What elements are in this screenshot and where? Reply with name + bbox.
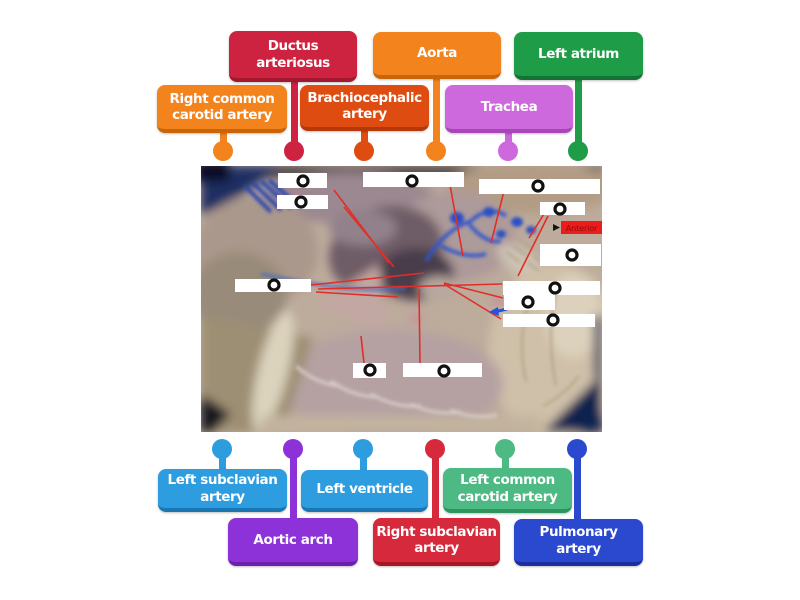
label-chip-aorta[interactable]: Aorta [373, 32, 501, 79]
label-text: Right common carotid artery [169, 90, 275, 123]
label-chip-aortic-arch[interactable]: Aortic arch [228, 518, 358, 566]
label-chip-left-atrium[interactable]: Left atrium [514, 32, 643, 80]
label-chip-right-common-carotid-artery[interactable]: Right common carotid artery [157, 85, 287, 133]
label-text: Trachea [480, 98, 538, 115]
right-common-carotid-artery-connector-dot [213, 141, 233, 161]
anterior-tag-label: Anterior [566, 223, 598, 233]
left-ventricle-stem [359, 449, 367, 474]
label-chip-left-common-carotid-artery[interactable]: Left common carotid artery [443, 468, 572, 513]
label-text: Left subclavian artery [167, 472, 278, 505]
label-text: Aorta [417, 45, 457, 62]
aortic-arch-stem [289, 449, 297, 522]
drop-zone-ring[interactable] [531, 179, 545, 193]
label-text: Left atrium [538, 45, 619, 62]
left-subclavian-artery-connector-dot [212, 439, 232, 459]
trachea-connector-dot [498, 141, 518, 161]
photo-fine-details [243, 178, 580, 419]
drop-zone-ring[interactable] [548, 281, 562, 295]
trachea-stem [504, 129, 512, 151]
label-chip-trachea[interactable]: Trachea [445, 85, 573, 133]
leader-lines [310, 184, 549, 364]
dissection-photo: Anterior [201, 166, 602, 432]
brachiocephalic-artery-stem [360, 127, 368, 151]
drop-zone-ring[interactable] [565, 248, 579, 262]
ductus-arteriosus-connector-dot [284, 141, 304, 161]
label-chip-ductus-arteriosus[interactable]: Ductus arteriosus [229, 31, 357, 82]
left-atrium-stem [574, 76, 582, 151]
pulmonary-artery-stem [573, 449, 581, 523]
ductus-arteriosus-stem [290, 78, 298, 151]
left-common-carotid-artery-stem [501, 449, 509, 472]
pulmonary-artery-connector-dot [567, 439, 587, 459]
label-text: Ductus arteriosus [256, 38, 330, 71]
anterior-arrow-icon [553, 224, 560, 231]
left-ventricle-connector-dot [353, 439, 373, 459]
label-text: Right subclavian artery [376, 523, 497, 556]
label-chip-brachiocephalic-artery[interactable]: Brachiocephalic artery [300, 85, 429, 131]
right-common-carotid-artery-stem [219, 129, 227, 151]
label-text: Left ventricle [316, 480, 413, 497]
brachiocephalic-artery-connector-dot [354, 141, 374, 161]
right-subclavian-artery-stem [431, 449, 439, 522]
label-text: Aortic arch [253, 531, 333, 548]
drop-zone-ring[interactable] [294, 195, 308, 209]
drop-zone-ring[interactable] [437, 364, 451, 378]
drop-zone-ring[interactable] [521, 295, 535, 309]
label-chip-right-subclavian-artery[interactable]: Right subclavian artery [373, 518, 500, 566]
label-chip-left-ventricle[interactable]: Left ventricle [301, 470, 428, 512]
drop-zone-ring[interactable] [267, 278, 281, 292]
left-atrium-connector-dot [568, 141, 588, 161]
drop-zone-ring[interactable] [553, 202, 567, 216]
aorta-stem [432, 75, 440, 151]
left-common-carotid-artery-connector-dot [495, 439, 515, 459]
aortic-arch-connector-dot [283, 439, 303, 459]
label-chip-pulmonary-artery[interactable]: Pulmonary artery [514, 519, 643, 566]
anterior-tag: Anterior [553, 221, 602, 234]
left-subclavian-artery-stem [218, 449, 226, 473]
label-text: Left common carotid artery [457, 472, 558, 505]
anterior-tag-bg [561, 221, 602, 234]
label-text: Pulmonary artery [539, 524, 618, 557]
label-chip-left-subclavian-artery[interactable]: Left subclavian artery [158, 469, 287, 512]
label-text: Brachiocephalic artery [307, 89, 422, 122]
drop-zone-ring[interactable] [546, 313, 560, 327]
aorta-connector-dot [426, 141, 446, 161]
drop-zone-ring[interactable] [363, 363, 377, 377]
drop-zone-ring[interactable] [296, 174, 310, 188]
right-subclavian-artery-connector-dot [425, 439, 445, 459]
drop-zone-ring[interactable] [405, 174, 419, 188]
